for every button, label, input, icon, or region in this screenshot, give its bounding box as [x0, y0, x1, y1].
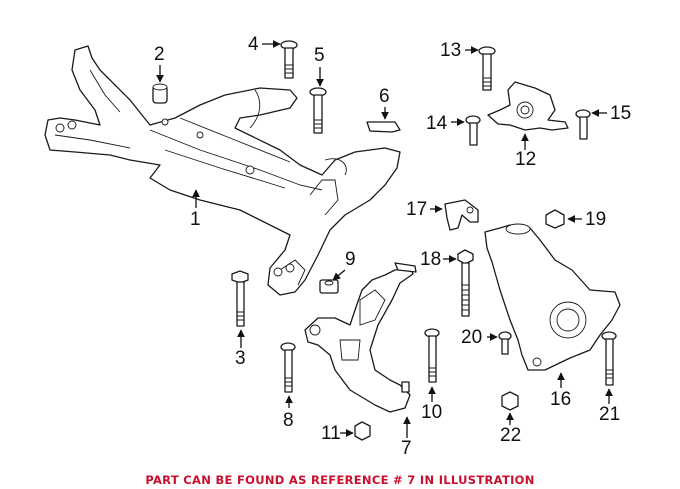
bolt-part-15 [575, 109, 591, 140]
callout-11[interactable]: 11 [321, 423, 341, 444]
bracket-part-6 [366, 121, 401, 133]
callout-16[interactable]: 16 [550, 389, 572, 410]
bolt-part-10 [424, 328, 440, 383]
callout-9[interactable]: 9 [345, 249, 356, 270]
bolt-part-20 [498, 331, 512, 355]
callout-21[interactable]: 21 [599, 404, 621, 425]
nut-part-19 [545, 209, 565, 229]
callout-19[interactable]: 19 [585, 209, 607, 230]
shield-part-17 [444, 199, 479, 231]
callout-20[interactable]: 20 [461, 327, 483, 348]
bushing-mount-part-12 [487, 81, 569, 131]
control-arm-part-7 [304, 262, 417, 413]
callout-1[interactable]: 1 [190, 209, 201, 230]
bolt-part-13 [478, 46, 496, 91]
callout-12[interactable]: 12 [515, 149, 537, 170]
callout-8[interactable]: 8 [283, 410, 294, 431]
nut-part-11 [354, 421, 371, 441]
callout-2[interactable]: 2 [154, 44, 165, 65]
bolt-part-4 [280, 40, 298, 79]
callout-10[interactable]: 10 [421, 402, 443, 423]
leader-arrows [156, 40, 613, 438]
nut-part-22 [501, 391, 519, 411]
callout-15[interactable]: 15 [610, 103, 632, 124]
nut-part-9 [319, 279, 339, 294]
callout-14[interactable]: 14 [426, 113, 448, 134]
bolt-part-21 [601, 331, 617, 386]
callout-5[interactable]: 5 [314, 45, 325, 66]
callout-18[interactable]: 18 [420, 249, 442, 270]
knuckle-part-16 [484, 223, 621, 371]
bolt-part-8 [280, 342, 296, 393]
reference-caption: PART CAN BE FOUND AS REFERENCE # 7 IN IL… [145, 473, 535, 487]
callout-4[interactable]: 4 [248, 34, 259, 55]
callout-17[interactable]: 17 [406, 199, 428, 220]
bolt-part-5 [309, 87, 327, 134]
callout-3[interactable]: 3 [235, 348, 246, 369]
callout-7[interactable]: 7 [401, 438, 412, 459]
bushing-part-2 [152, 83, 168, 104]
subframe-part-1 [44, 45, 401, 296]
bolt-part-14 [465, 115, 481, 146]
bolt-part-3 [231, 270, 249, 327]
callout-22[interactable]: 22 [500, 425, 522, 446]
bolt-part-18 [457, 249, 474, 317]
callout-13[interactable]: 13 [440, 40, 462, 61]
callout-6[interactable]: 6 [379, 86, 390, 107]
